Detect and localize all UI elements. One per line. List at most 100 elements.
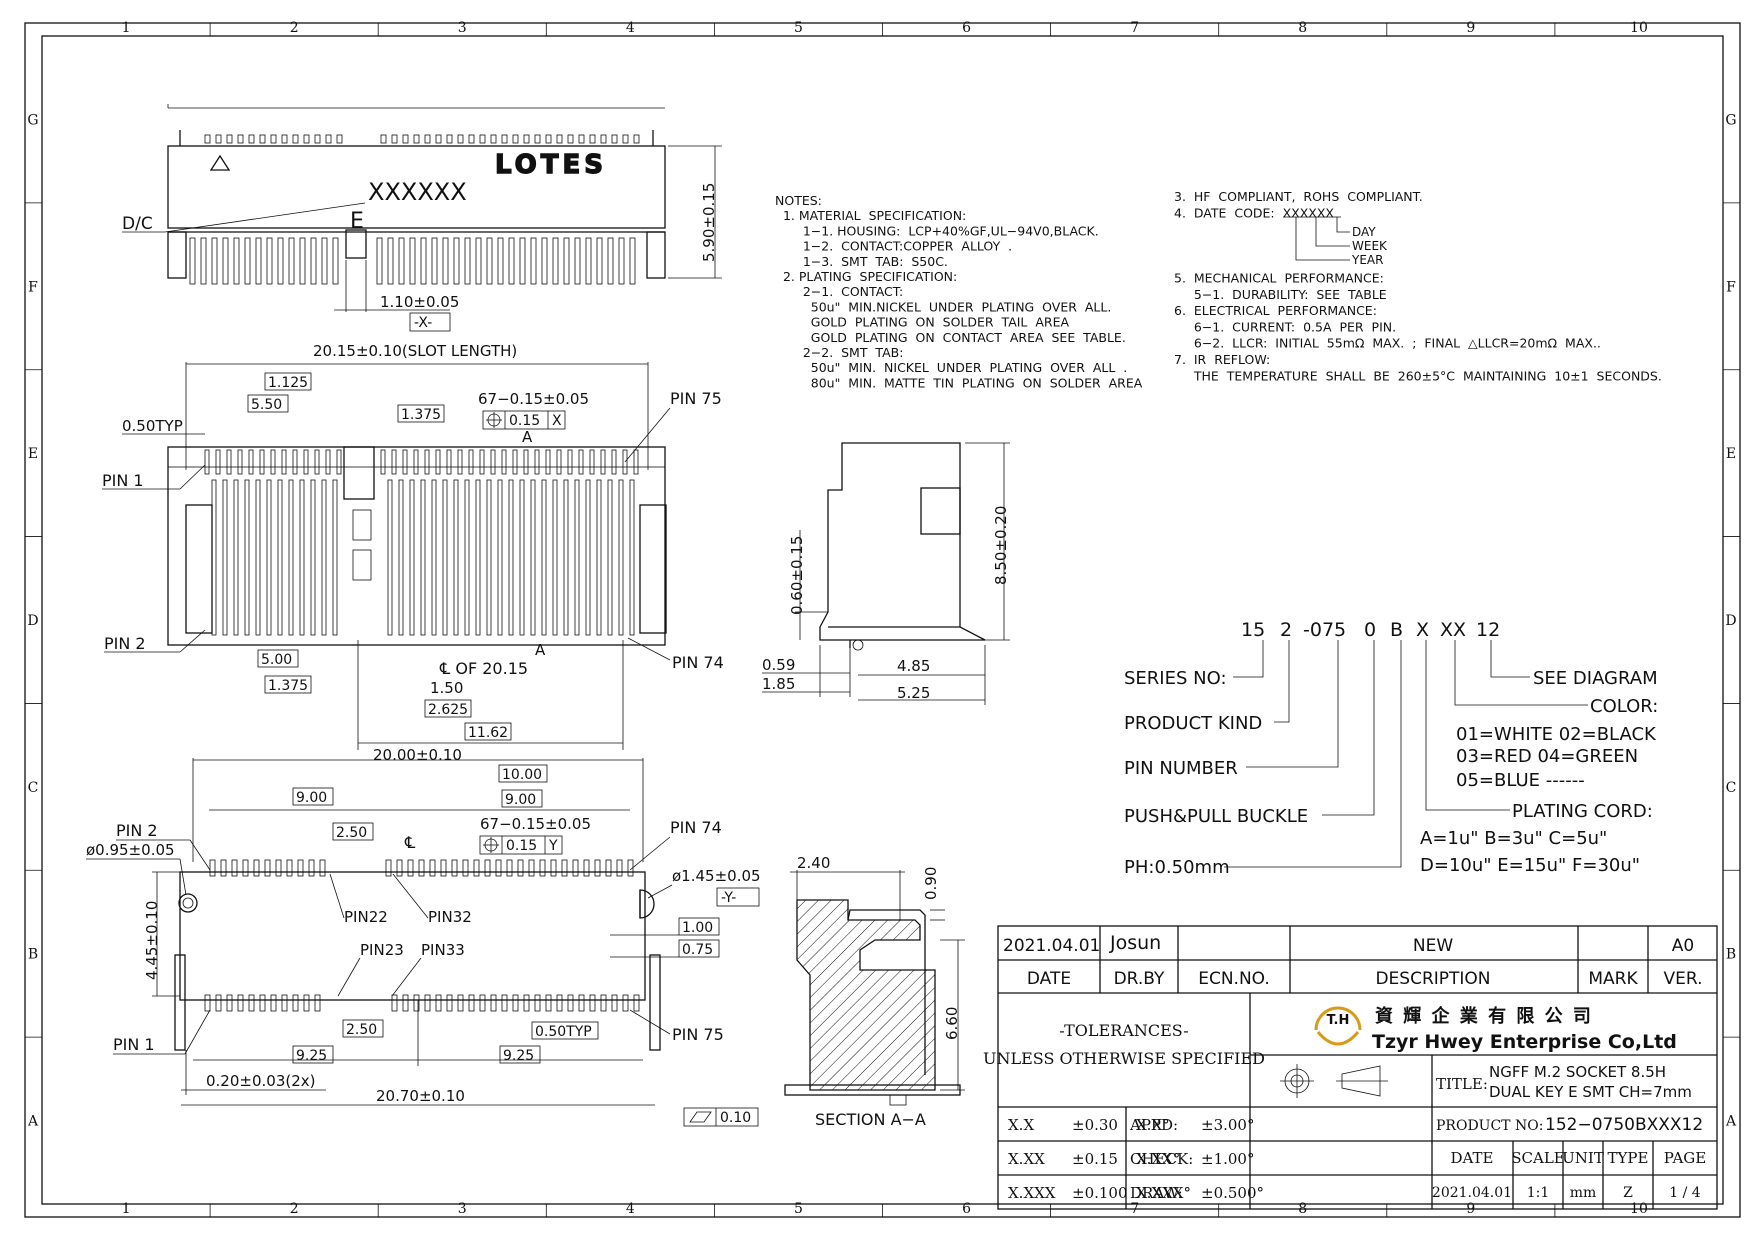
zone-row-label: B [1726,947,1736,963]
pos-datum-bottom: Y [548,838,558,854]
top-contact [325,134,332,144]
title-label: TITLE: [1436,1075,1488,1093]
front-contact-body [310,479,316,636]
title-block: 2021.04.01 Josun NEW A0 DATE DR.BY ECN.N… [983,925,1718,1210]
bottom-tail-upper [594,859,601,877]
top-tail [541,237,548,285]
top-contact [413,134,420,144]
bottom-tail-upper [572,859,579,877]
h2-unit: UNIT [1562,1149,1604,1167]
zone-row-label: C [28,780,39,796]
bottom-tail-lower [523,994,530,1012]
pitch-typ-front: 0.50TYP [122,417,183,435]
top-tail [563,237,570,285]
front-contact-body [299,479,305,636]
front-view-contacts-upper [204,449,639,475]
tolerance-cell: ±3.00° [1201,1116,1254,1134]
note-line: 50u" MIN.NICKEL UNDER PLATING OVER ALL. [775,299,1111,314]
top-contact [435,134,442,144]
top-tail [387,237,394,285]
front-contact [325,449,331,475]
top-contact [204,134,211,144]
bottom-tail-upper [451,859,458,877]
tolerance-cell: ±0.500° [1201,1184,1264,1202]
front-contact-body [266,479,272,636]
top-tail [310,237,317,285]
bottom-tail-upper [462,859,469,877]
front-contact [424,449,430,475]
zone-row-label: G [1725,112,1736,128]
bottom-view-tails-upper [209,859,634,877]
note-line: 4. DATE CODE: XXXXXX [1174,205,1334,220]
logo-text: LOTES [495,150,607,180]
top-tail [486,237,493,285]
front-contact [391,449,397,475]
top-tail [552,237,559,285]
v-date: 2021.04.01 [1432,1185,1512,1201]
zone-row-label: A [1725,1114,1737,1130]
rev-by: Josun [1109,932,1161,954]
top-contact [622,134,629,144]
note-line: 3. HF COMPLIANT, ROHS COMPLIANT. [1174,189,1423,204]
front-contact-body [464,479,470,636]
top-tail [266,237,273,285]
pins-tol-front: 67−0.15±0.05 [478,390,589,408]
bottom-tail-lower [303,994,310,1012]
zone-col-label: 5 [794,20,803,36]
front-view: 20.15±0.10(SLOT LENGTH) 1.125 5.50 1.375… [102,342,724,764]
pin32-label: PIN32 [428,908,472,926]
bottom-tail-lower [292,994,299,1012]
zone-row-label: B [28,947,38,963]
v-scale: 1:1 [1527,1185,1550,1201]
pc-pitch: PH:0.50mm [1124,857,1230,878]
front-contact [633,449,639,475]
top-contact [633,134,640,144]
section-mark-top: A [522,428,533,446]
bottom-tail-lower [611,994,618,1012]
front-contact-body [255,479,261,636]
pc-plating: PLATING CORD: [1512,801,1653,822]
top-tail [288,237,295,285]
zone-col-label: 4 [626,20,635,36]
part-segment: XX [1440,619,1466,641]
top-contact [479,134,486,144]
pin33-label: PIN33 [421,941,465,959]
datum-y: -Y- [721,890,736,906]
flatness-value: 0.10 [720,1110,751,1126]
front-contact-body [585,479,591,636]
bottom-tail-lower [215,994,222,1012]
front-contact-body [398,479,404,636]
bottom-tail-upper [396,859,403,877]
pos-tol-front: 0.15 [509,413,540,429]
dim-1000: 10.00 [502,767,542,783]
top-tail [574,237,581,285]
top-contact [457,134,464,144]
hole2-label: ø1.45±0.05 [672,867,761,885]
note-line: GOLD PLATING ON SOLDER TAIL AREA [775,315,1069,330]
front-contact [567,449,573,475]
zone-col-label: 3 [458,20,467,36]
top-contact [380,134,387,144]
bottom-tail-upper [231,859,238,877]
zone-col-label: 3 [458,1201,467,1217]
dim-150: 1.50 [430,679,463,697]
notes-right: 3. HF COMPLIANT, ROHS COMPLIANT.4. DATE … [1174,189,1662,383]
h-mark: MARK [1588,969,1638,989]
note-line: 1. MATERIAL SPECIFICATION: [775,208,966,223]
pin1-label-front: PIN 1 [102,471,144,490]
pc-see-diagram: SEE DIAGRAM [1533,668,1658,689]
top-contact [259,134,266,144]
note-line: NOTES: [775,193,822,208]
bottom-tail-upper [242,859,249,877]
note-line: GOLD PLATING ON CONTACT AREA SEE TABLE. [775,330,1126,345]
top-tail [519,237,526,285]
note-line: 1−1. HOUSING: LCP+40%GF,UL−94V0,BLACK. [775,223,1099,238]
front-contact-body [277,479,283,636]
pos-datum-front: X [552,413,562,429]
bottom-tail-lower [501,994,508,1012]
pin1-label-bottom: PIN 1 [113,1035,155,1054]
bottom-tail-lower [468,994,475,1012]
dim-925a: 9.25 [296,1048,327,1064]
